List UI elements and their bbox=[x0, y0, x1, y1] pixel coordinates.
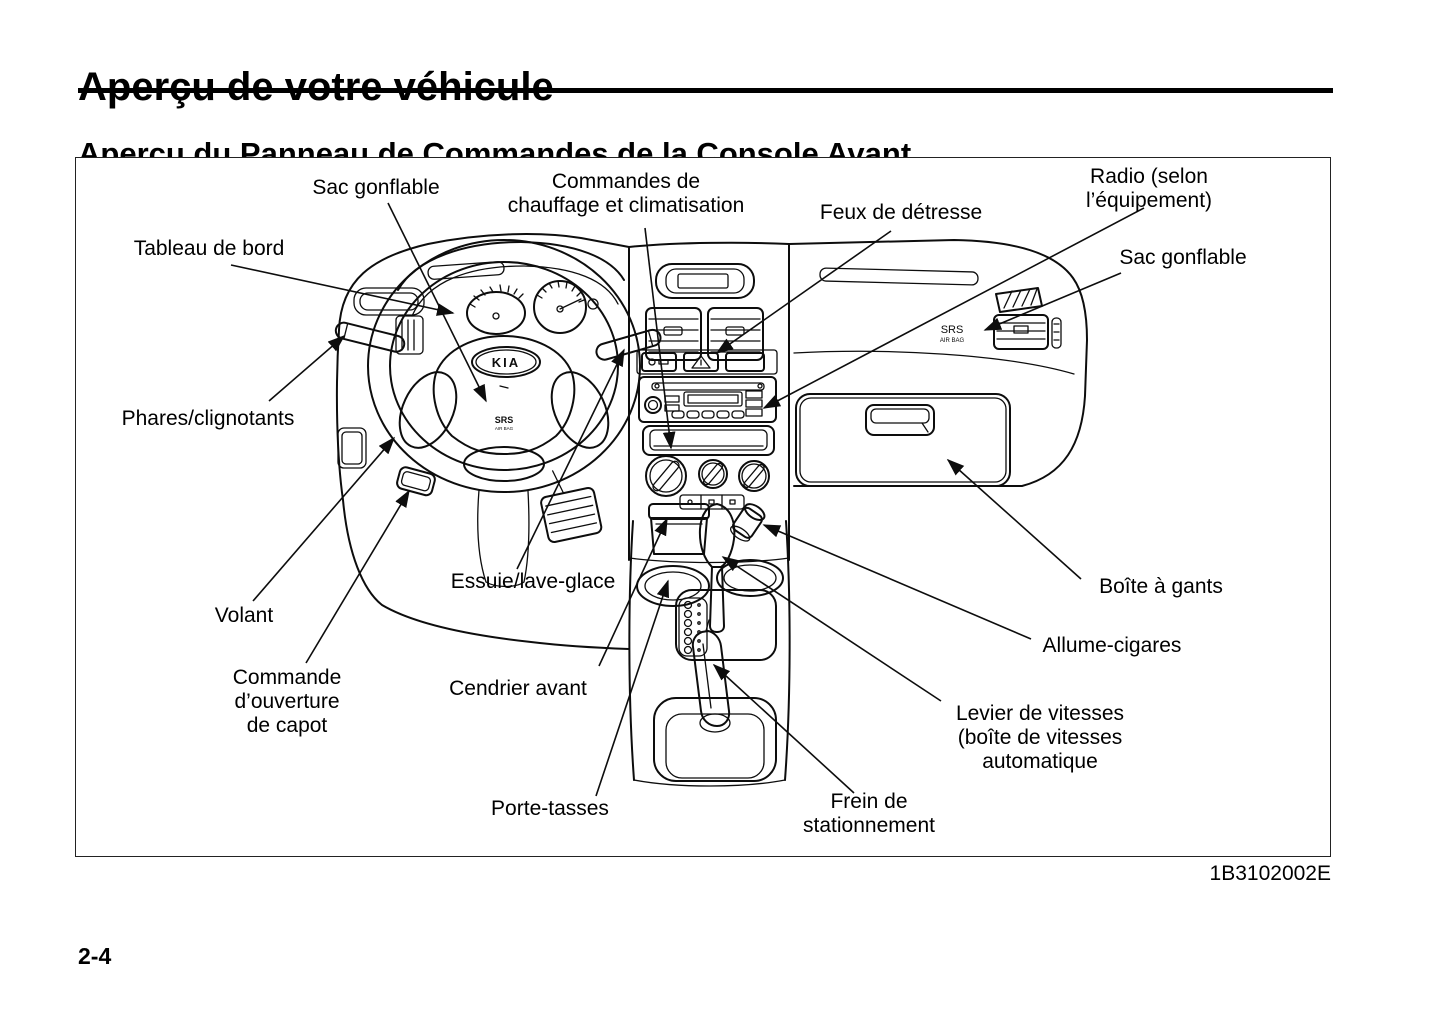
leader-porte-tasses bbox=[595, 579, 669, 797]
instrument-cluster bbox=[397, 241, 625, 335]
svg-text:SRS: SRS bbox=[495, 415, 514, 425]
callout-boite-a-gants: Boîte à gants bbox=[1099, 575, 1223, 599]
leader-essuie-lave-glace bbox=[516, 348, 625, 570]
side-vent-right bbox=[993, 314, 1062, 350]
svg-text:KIA: KIA bbox=[492, 355, 520, 370]
leader-commandes-chauffage bbox=[644, 227, 676, 450]
hvac-switch-row bbox=[679, 494, 745, 510]
title-rule bbox=[78, 88, 1333, 93]
page-title: Aperçu de votre véhicule bbox=[78, 64, 554, 109]
figure-canvas: KIA SRS AIR BAG bbox=[75, 157, 1331, 857]
leader-sac-gonflable-droit bbox=[983, 272, 1122, 331]
callout-volant: Volant bbox=[214, 604, 274, 628]
kia-logo: KIA bbox=[471, 346, 541, 378]
leader-commande-ouverture-capot bbox=[305, 489, 410, 664]
svg-text:AIR BAG: AIR BAG bbox=[495, 426, 514, 431]
leader-levier-de-vitesses bbox=[721, 556, 942, 702]
page-number: 2-4 bbox=[78, 943, 112, 969]
callout-levier-de-vitesses: Levier de vitesses (boîte de vitesses au… bbox=[955, 702, 1125, 773]
callout-commandes-chauffage: Commandes de chauffage et climatisation bbox=[507, 170, 745, 217]
callout-radio: Radio (selon l’équipement) bbox=[1085, 165, 1213, 212]
storage-tray bbox=[642, 425, 775, 456]
steering-wheel: KIA SRS AIR BAG bbox=[367, 239, 641, 493]
callout-sac-gonflable-droit: Sac gonflable bbox=[1119, 246, 1247, 270]
callout-allume-cigares: Allume-cigares bbox=[1042, 634, 1182, 658]
svg-text:SRS: SRS bbox=[941, 324, 964, 336]
clock-pod bbox=[655, 263, 755, 299]
steering-column bbox=[477, 489, 530, 588]
hvac-knobs bbox=[645, 455, 770, 497]
hazard-button bbox=[683, 352, 719, 372]
leader-volant bbox=[252, 436, 396, 602]
center-vent-left bbox=[645, 307, 702, 361]
center-stack bbox=[628, 263, 790, 564]
leader-sac-gonflable-gauche bbox=[387, 202, 487, 403]
glove-box bbox=[795, 393, 1011, 487]
callout-essuie-lave-glace: Essuie/lave-glace bbox=[450, 570, 616, 594]
glove-box-handle bbox=[865, 404, 935, 436]
radio-unit bbox=[638, 376, 777, 423]
console-armrest bbox=[653, 697, 777, 782]
svg-text:AIR BAG: AIR BAG bbox=[940, 338, 965, 344]
srs-airbag-hub-label: SRS AIR BAG bbox=[495, 415, 514, 431]
leader-frein-de-stationnement bbox=[712, 663, 855, 794]
center-console bbox=[628, 503, 791, 787]
dashboard-body bbox=[335, 233, 1088, 650]
leader-boite-a-gants bbox=[946, 458, 1082, 580]
callout-feux-de-detresse: Feux de détresse bbox=[819, 201, 983, 225]
leader-phares-clignotants bbox=[268, 334, 346, 402]
callout-tableau-de-bord: Tableau de bord bbox=[133, 237, 285, 261]
hood-release-lever bbox=[396, 466, 436, 497]
switch-button-row bbox=[636, 349, 778, 375]
srs-airbag-dash-label: SRS AIR BAG bbox=[940, 324, 965, 344]
callout-leader-lines bbox=[230, 202, 1145, 797]
cigarette-lighter bbox=[729, 503, 766, 542]
dashboard-line-art: KIA SRS AIR BAG bbox=[230, 202, 1145, 797]
callout-phares-clignotants: Phares/clignotants bbox=[121, 407, 295, 431]
passenger-airbag-area: SRS AIR BAG bbox=[940, 287, 1062, 350]
leader-tableau-de-bord bbox=[230, 264, 455, 316]
callout-commande-ouverture-capot: Commande d’ouverture de capot bbox=[232, 666, 342, 737]
leader-feux-de-detresse bbox=[715, 230, 892, 354]
leader-cendrier-avant bbox=[598, 517, 668, 667]
wiper-stalk bbox=[595, 328, 662, 361]
callout-frein-de-stationnement: Frein de stationnement bbox=[803, 790, 935, 837]
accelerator-pedal bbox=[540, 470, 603, 543]
leader-allume-cigares bbox=[762, 524, 1032, 640]
parking-brake-lever bbox=[691, 619, 731, 733]
figure-code: 1B3102002E bbox=[1209, 862, 1331, 885]
center-vent-right bbox=[707, 307, 764, 361]
callout-sac-gonflable-gauche: Sac gonflable bbox=[312, 176, 440, 200]
leader-radio bbox=[762, 207, 1145, 409]
callout-cendrier-avant: Cendrier avant bbox=[449, 677, 587, 701]
callout-porte-tasses: Porte-tasses bbox=[491, 797, 609, 821]
